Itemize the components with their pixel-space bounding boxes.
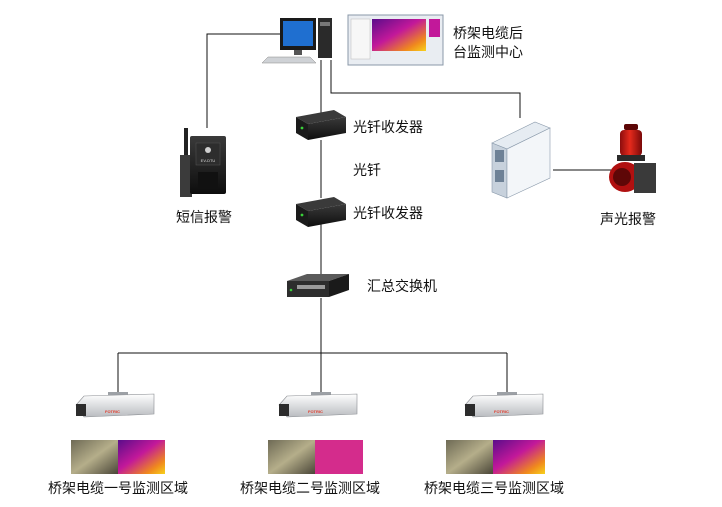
io-module-terminal xyxy=(495,150,504,162)
thermal-camera-3: FOTRIC xyxy=(464,392,544,418)
fiber-transceiver-bottom-device xyxy=(296,197,346,227)
transceiver-led xyxy=(300,126,304,130)
software-thermal-view xyxy=(372,19,426,51)
switch-label: 汇总交换机 xyxy=(367,279,437,295)
camera-lens-window xyxy=(76,404,86,416)
zone1-thermal-photo xyxy=(118,440,165,474)
camera-brand-text: FOTRIC xyxy=(308,409,323,414)
camera-brand-text: FOTRIC xyxy=(105,409,120,414)
dtu-terminal-block xyxy=(198,172,218,188)
camera-lens-window xyxy=(279,404,289,416)
alarm-beacon-base xyxy=(617,155,645,161)
fiber-transceiver-top-label: 光钎收发器 xyxy=(353,120,423,136)
aggregation-switch-device xyxy=(287,274,349,297)
fiber-transceiver-top-device xyxy=(296,110,346,140)
switch-side xyxy=(329,274,349,297)
transceiver-top-face xyxy=(296,197,346,211)
dtu-antenna xyxy=(184,128,188,156)
thermal-camera-1: FOTRIC xyxy=(75,392,155,418)
dtu-logo xyxy=(205,147,211,153)
camera-mount xyxy=(108,392,128,397)
io-module-side xyxy=(506,127,551,199)
io-module-terminal xyxy=(495,170,504,182)
monitor-screen xyxy=(283,21,313,46)
zone1-visible-photo xyxy=(71,440,118,474)
camera-mount xyxy=(497,392,517,397)
zone2-images xyxy=(268,440,363,474)
alarm-beacon xyxy=(620,130,642,156)
switch-top xyxy=(287,274,349,281)
zone3-images xyxy=(446,440,545,474)
zone3-label: 桥架电缆三号监测区域 xyxy=(424,481,564,497)
alarm-beacon-cap xyxy=(624,124,638,130)
monitor-center-label-line1: 桥架电缆后 xyxy=(453,26,523,42)
zone3-thermal-photo xyxy=(493,440,545,474)
zone1-images xyxy=(71,440,165,474)
fiber-label: 光钎 xyxy=(353,163,381,179)
transceiver-side-face xyxy=(308,204,346,227)
monitoring-center-workstation xyxy=(261,14,444,66)
sms-alarm-device: EV-DTU xyxy=(180,128,226,197)
io-module-device xyxy=(491,121,551,199)
connection-lines xyxy=(117,33,615,392)
switch-led xyxy=(289,288,293,292)
sound-light-alarm-label: 声光报警 xyxy=(600,212,656,228)
alarm-horn-inner xyxy=(613,168,631,186)
line-monitor-to-io-module xyxy=(330,60,521,118)
transceiver-top-face xyxy=(296,110,346,124)
keyboard xyxy=(261,56,317,64)
camera-mount xyxy=(311,392,331,397)
zone2-visible-photo xyxy=(268,440,315,474)
transceiver-led xyxy=(300,213,304,217)
pc-tower xyxy=(318,18,332,58)
sms-alarm-label: 短信报警 xyxy=(176,210,232,226)
sound-light-alarm-device xyxy=(609,124,656,193)
line-monitor-to-sms xyxy=(206,33,290,128)
monitor-center-label-line2: 台监测中心 xyxy=(453,45,523,61)
software-thumbnail xyxy=(429,19,440,37)
fiber-transceiver-bottom-label: 光钎收发器 xyxy=(353,206,423,222)
zone2-label: 桥架电缆二号监测区域 xyxy=(240,481,380,497)
switch-port-row xyxy=(297,285,325,289)
transceiver-side-face xyxy=(308,117,346,140)
monitor-stand xyxy=(294,50,302,55)
zone2-thermal-photo xyxy=(315,440,363,474)
camera-lens-window xyxy=(465,404,475,416)
thermal-camera-2: FOTRIC xyxy=(278,392,358,418)
zone3-visible-photo xyxy=(446,440,493,474)
alarm-housing xyxy=(634,163,656,193)
dtu-mount-bracket xyxy=(180,155,192,197)
camera-brand-text: FOTRIC xyxy=(494,409,509,414)
software-side-panel xyxy=(350,18,371,60)
dtu-label-panel xyxy=(195,142,221,166)
dtu-model-text: EV-DTU xyxy=(201,158,216,163)
zone1-label: 桥架电缆一号监测区域 xyxy=(48,481,188,497)
pc-tower-bay xyxy=(320,22,330,26)
